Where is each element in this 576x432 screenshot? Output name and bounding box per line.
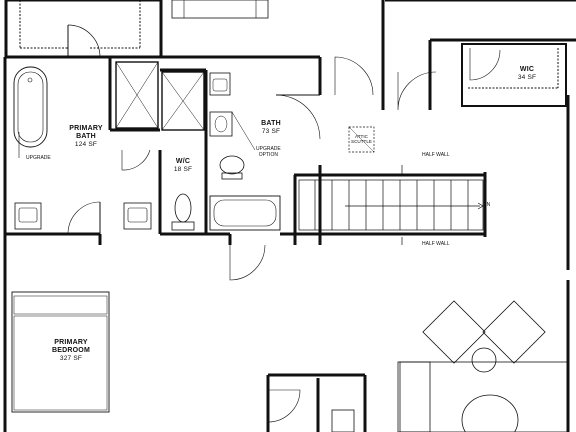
wc-label: W/C 18 SF <box>173 158 193 174</box>
wc-area: 18 SF <box>173 166 193 174</box>
half-wall-bottom-note: HALF WALL <box>422 241 450 247</box>
upgrade-option-note: UPGRADE OPTION <box>256 146 281 158</box>
primary-bath-label: PRIMARY BATH 124 SF <box>69 125 103 149</box>
wic-label: WIC 34 SF <box>514 66 540 82</box>
wic-area: 34 SF <box>517 74 537 82</box>
hall-door <box>334 56 374 96</box>
bath-fixtures <box>161 71 321 231</box>
stair-down-note: DN <box>483 202 491 208</box>
top-closet <box>4 0 163 59</box>
bath-area: 73 SF <box>261 128 281 136</box>
wic <box>461 43 567 107</box>
top-bed <box>171 0 269 19</box>
attic-scuttle-note: ATTIC SCUTTLE <box>351 134 372 145</box>
stair <box>298 165 484 245</box>
primary-bedroom-furniture <box>11 244 301 423</box>
primary-bedroom-area: 327 SF <box>59 355 83 363</box>
exterior-walls <box>3 0 576 432</box>
upgrade-note: UPGRADE <box>26 155 51 161</box>
half-wall-top-note: HALF WALL <box>422 152 450 158</box>
wc-fixtures <box>171 193 195 231</box>
bath-label: BATH 73 SF <box>261 120 281 136</box>
lounge-furniture <box>331 300 569 432</box>
primary-bath-area: 124 SF <box>74 141 98 149</box>
primary-bedroom-label: PRIMARY BEDROOM 327 SF <box>50 339 92 363</box>
primary-bath-fixtures <box>13 61 159 235</box>
attic-scuttle <box>348 126 375 153</box>
